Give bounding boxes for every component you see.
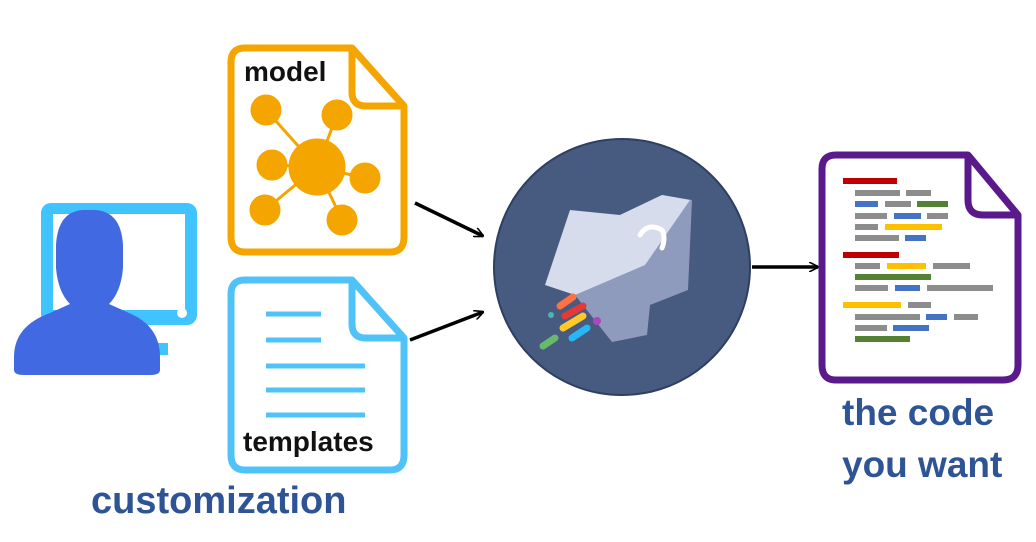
output-code-document [818,151,1022,384]
rocket-body-front [545,195,690,295]
user-at-computer-icon [14,203,197,375]
model-document [227,44,408,256]
output-label-line1: the code [842,392,995,433]
arrow-model-to-generator [414,201,483,238]
templates-doc-outline [227,276,408,474]
arrow-templates-to-generator [409,312,483,342]
customization-label: customization [91,480,347,522]
code-lines-icon [843,178,993,342]
templates-doc-fold [348,280,404,342]
generator-node [493,138,751,396]
templates-label: templates [243,426,374,457]
rocket-icon [539,195,692,350]
text-lines-icon [266,311,365,418]
templates-document [227,276,408,474]
user-silhouette [14,210,160,375]
graph-network-icon [249,94,381,236]
model-doc-fold [348,48,404,110]
output-label-line2: you want [842,444,1003,485]
rocket-exhaust-streaks [539,293,601,350]
monitor-power-dot [177,308,187,318]
output-doc-fold [964,155,1018,219]
rocket-window [637,224,667,251]
model-label: model [244,56,327,87]
